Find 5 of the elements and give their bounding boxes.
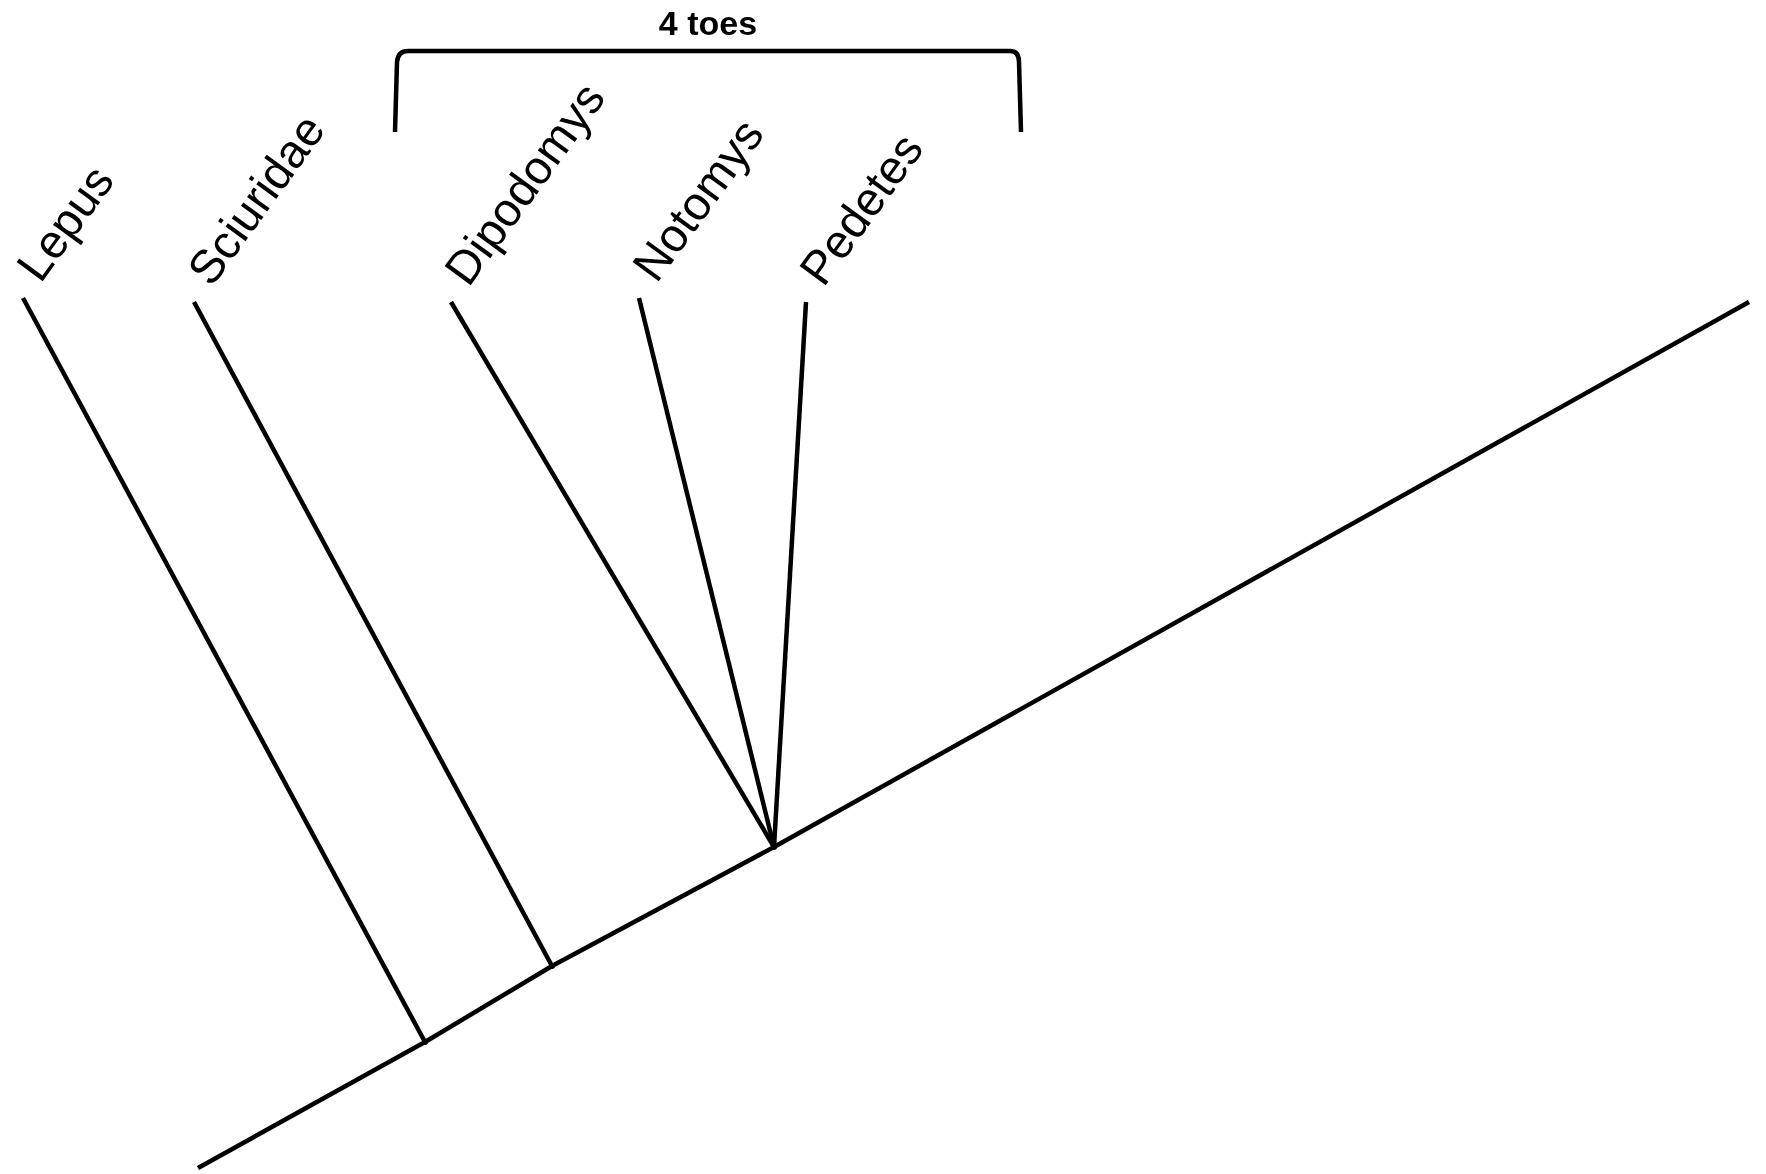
- branch-point: [771, 844, 777, 850]
- bracket-label: 4 toes: [657, 6, 759, 40]
- branch-line: [423, 964, 554, 1044]
- branch-point: [422, 1039, 428, 1045]
- branch-point: [549, 963, 555, 969]
